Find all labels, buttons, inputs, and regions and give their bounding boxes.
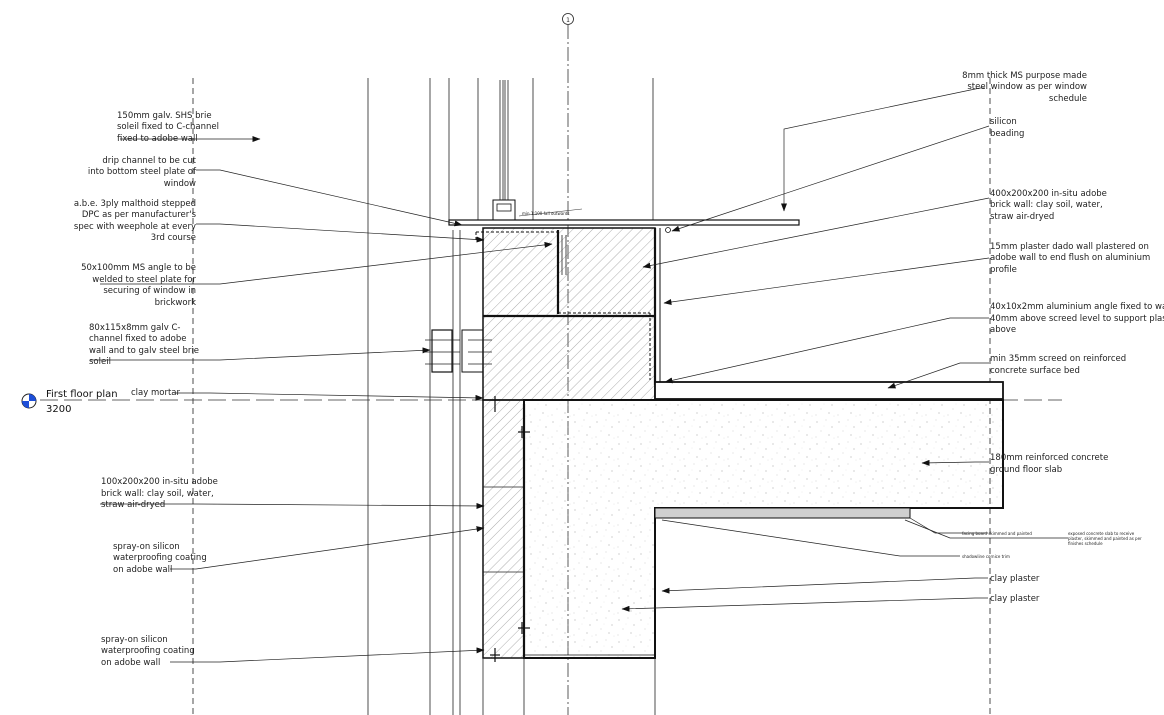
adobe-wall-lower bbox=[482, 396, 656, 715]
note-line: clay plaster bbox=[990, 574, 1040, 584]
annotation-screed: min 35mm screed on reinforced concrete s… bbox=[990, 354, 1126, 376]
leader-lines bbox=[90, 87, 1068, 663]
annotation-c-channel: 80x115x8mm galv C- channel fixed to adob… bbox=[89, 323, 199, 367]
note-line: soleil bbox=[89, 357, 111, 367]
screed bbox=[654, 381, 1004, 400]
annotation-clay-mortar: clay mortar bbox=[131, 388, 180, 398]
note-line: spray-on silicon bbox=[113, 542, 180, 552]
level-marker[interactable]: First floor plan 3200 bbox=[21, 389, 118, 415]
annotation-alu-angle: 40x10x2mm aluminium angle fixed to wall … bbox=[990, 302, 1164, 335]
level-name: First floor plan bbox=[46, 389, 118, 400]
annotation-steel-window: 8mm thick MS purpose made steel window a… bbox=[962, 71, 1087, 104]
note-line: securing of window in bbox=[103, 286, 196, 296]
annotation-plaster-dado: 15mm plaster dado wall plastered on adob… bbox=[990, 242, 1150, 275]
note-line: 400x200x200 in-situ adobe bbox=[990, 189, 1107, 199]
adobe-wall-upper bbox=[475, 227, 661, 401]
grid-label: 1 bbox=[566, 17, 570, 24]
annotation-waterproofing-1: spray-on silicon waterproofing coating o… bbox=[113, 542, 207, 575]
level-elevation: 3200 bbox=[46, 404, 71, 415]
note-line: finishes schedule bbox=[1068, 541, 1103, 546]
note-line: concrete surface bed bbox=[990, 366, 1080, 376]
note-line: drip channel to be cut bbox=[102, 156, 196, 166]
annotation-adobe-wall-100: 100x200x200 in-situ adobe brick wall: cl… bbox=[101, 477, 218, 510]
annotation-clay-plaster-2: clay plaster bbox=[990, 594, 1040, 604]
annotation-brise-soleil: 150mm galv. SHS brie soleil fixed to C-c… bbox=[117, 111, 219, 144]
annotation-adobe-wall-400: 400x200x200 in-situ adobe brick wall: cl… bbox=[990, 189, 1107, 222]
note-line: straw air-dryed bbox=[990, 212, 1054, 222]
note-line: waterproofing coating bbox=[101, 646, 195, 656]
annotation-silicon-beading: silicon beading bbox=[990, 117, 1024, 139]
note-line: profile bbox=[990, 265, 1017, 275]
note-line: channel fixed to adobe bbox=[89, 334, 186, 344]
note-line: plaster, skimmed and painted as per bbox=[1068, 536, 1142, 541]
annotation-drip-channel: drip channel to be cut into bottom steel… bbox=[88, 156, 197, 189]
note-line: waterproofing coating bbox=[113, 553, 207, 563]
note-line: window bbox=[164, 179, 196, 189]
note-line: a.b.e. 3ply malthoid stepped bbox=[74, 199, 196, 209]
note-line: clay plaster bbox=[990, 594, 1040, 604]
concrete-slab bbox=[523, 399, 1004, 659]
note-line: above bbox=[990, 325, 1016, 335]
note-line: brick wall: clay soil, water, bbox=[990, 200, 1103, 210]
annotation-cornice: shadowline cornice trim bbox=[962, 554, 1010, 559]
note-line: spray-on silicon bbox=[101, 635, 168, 645]
note-line: 150mm galv. SHS brie bbox=[117, 111, 212, 121]
brise-soleil-bracket bbox=[425, 329, 492, 373]
note-line: schedule bbox=[1049, 94, 1087, 104]
note-line: wall and to galv steel brie bbox=[89, 346, 199, 356]
note-line: straw air-dryed bbox=[101, 500, 165, 510]
note-line: adobe wall to end flush on aluminium bbox=[990, 253, 1150, 263]
note-line: facing board skimmed and painted bbox=[962, 531, 1032, 536]
annotation-clay-plaster-1: clay plaster bbox=[990, 574, 1040, 584]
note-line: exposed concrete slab to receive bbox=[1068, 531, 1135, 536]
note-line: ground floor slab bbox=[990, 465, 1062, 475]
note-line: steel window as per window bbox=[967, 82, 1087, 92]
note-line: shadowline cornice trim bbox=[962, 554, 1010, 559]
note-line: spec with weephole at every bbox=[74, 222, 196, 232]
note-line: brick wall: clay soil, water, bbox=[101, 489, 214, 499]
annotation-ms-angle: 50x100mm MS angle to be welded to steel … bbox=[81, 263, 196, 308]
note-line: on adobe wall bbox=[113, 565, 172, 575]
note-line: 180mm reinforced concrete bbox=[990, 453, 1108, 463]
note-line: beading bbox=[990, 129, 1024, 139]
note-line: 40x10x2mm aluminium angle fixed to wall … bbox=[990, 302, 1164, 312]
note-line: 15mm plaster dado wall plastered on bbox=[990, 242, 1149, 252]
note-line: into bottom steel plate of bbox=[88, 167, 197, 177]
note-line: brickwork bbox=[155, 298, 196, 308]
note-line: welded to steel plate for bbox=[92, 275, 196, 285]
note-line: DPC as per manufacturer's bbox=[82, 210, 197, 220]
annotation-facing-board: facing board skimmed and painted bbox=[962, 531, 1032, 536]
note-line: clay mortar bbox=[131, 388, 180, 398]
annotation-exposed-slab: exposed concrete slab to receive plaster… bbox=[1068, 531, 1142, 546]
note-line: fixed to adobe wall bbox=[117, 134, 198, 144]
note-line: 3rd course bbox=[151, 233, 196, 243]
annotation-waterproofing-2: spray-on silicon waterproofing coating o… bbox=[101, 635, 195, 668]
note-line: 40mm above screed level to support plast… bbox=[990, 314, 1164, 324]
note-line: 80x115x8mm galv C- bbox=[89, 323, 180, 333]
note-line: 8mm thick MS purpose made bbox=[962, 71, 1087, 81]
elevation-lines bbox=[192, 78, 991, 715]
annotation-dpc: a.b.e. 3ply malthoid stepped DPC as per … bbox=[74, 199, 197, 243]
note-line: 50x100mm MS angle to be bbox=[81, 263, 196, 273]
note-line: soleil fixed to C-channel bbox=[117, 122, 219, 132]
steel-window: min 1:100 fall outwards bbox=[448, 80, 800, 233]
note-line: silicon bbox=[990, 117, 1017, 127]
window-fall-note: min 1:100 fall outwards bbox=[522, 211, 569, 216]
note-line: 100x200x200 in-situ adobe bbox=[101, 477, 218, 487]
annotation-slab: 180mm reinforced concrete ground floor s… bbox=[990, 453, 1108, 475]
grid-bubble[interactable] bbox=[562, 13, 574, 25]
note-line: on adobe wall bbox=[101, 658, 160, 668]
note-line: min 35mm screed on reinforced bbox=[990, 354, 1126, 364]
